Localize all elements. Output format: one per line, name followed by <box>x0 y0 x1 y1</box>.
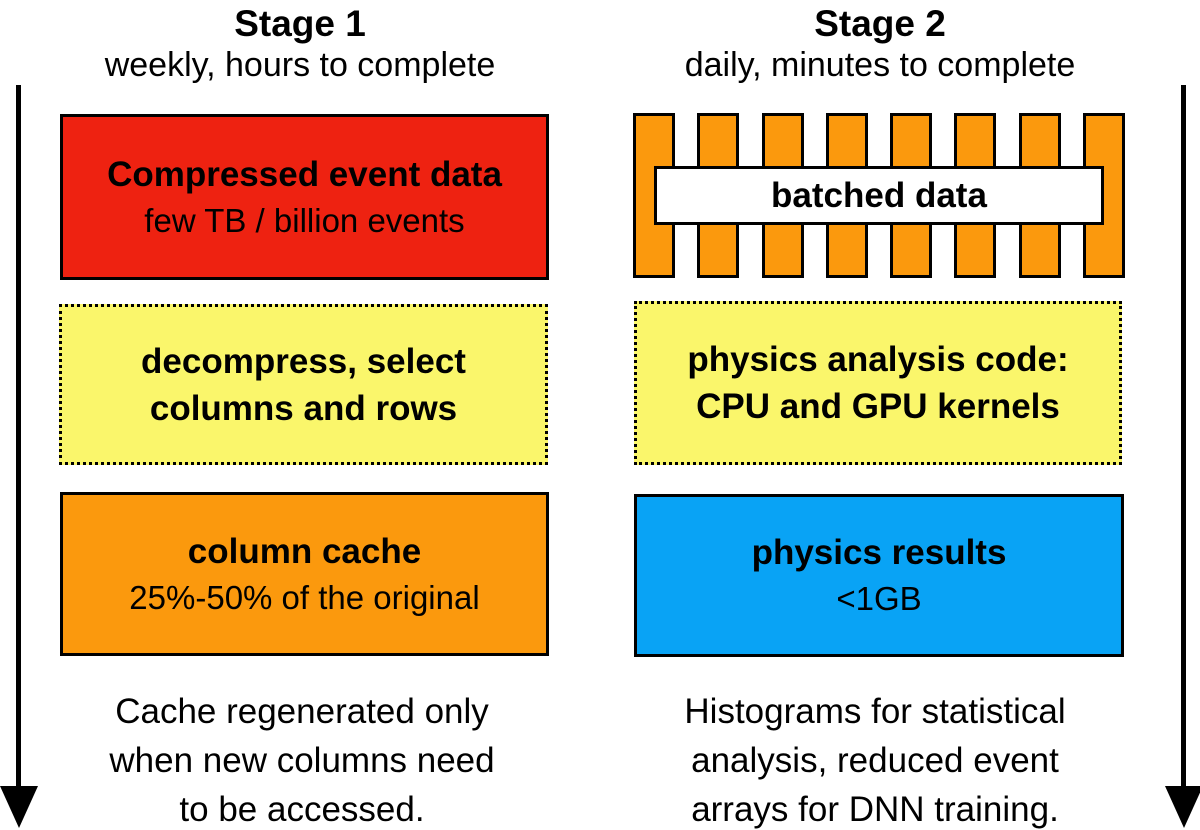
stage2-flow-arrow-shaft <box>1181 85 1186 786</box>
column-cache-subtitle: 25%-50% of the original <box>129 578 480 616</box>
stage1-caption-line3: to be accessed. <box>179 790 425 829</box>
stage2-caption-line2: analysis, reduced event <box>691 741 1059 780</box>
physics-analysis-code-line2: CPU and GPU kernels <box>696 387 1060 426</box>
batched-data-label-band: batched data <box>654 166 1104 225</box>
stage1-arrow-down-icon <box>0 786 38 828</box>
batched-data-graphic: batched data <box>633 113 1125 278</box>
stage2-header: Stage 2 daily, minutes to complete <box>625 2 1135 85</box>
stage1-title: Stage 1 <box>234 3 366 44</box>
compressed-event-data-box: Compressed event data few TB / billion e… <box>60 114 549 280</box>
physics-results-box: physics results <1GB <box>634 494 1124 657</box>
stage2-title: Stage 2 <box>814 3 946 44</box>
stage2-caption-line1: Histograms for statistical <box>684 692 1066 731</box>
batched-data-label: batched data <box>771 175 987 215</box>
compressed-event-data-subtitle: few TB / billion events <box>144 201 465 239</box>
physics-analysis-code-box: physics analysis code: CPU and GPU kerne… <box>634 301 1122 465</box>
stage2-subtitle: daily, minutes to complete <box>684 46 1076 84</box>
decompress-step-box: decompress, select columns and rows <box>59 304 548 465</box>
column-cache-box: column cache 25%-50% of the original <box>60 492 549 656</box>
physics-results-title: physics results <box>751 533 1007 572</box>
column-cache-title: column cache <box>187 531 422 571</box>
stage2-arrow-down-icon <box>1165 786 1200 828</box>
stage1-flow-arrow-shaft <box>16 85 21 786</box>
stage1-header: Stage 1 weekly, hours to complete <box>40 2 560 85</box>
stage1-caption: Cache regenerated only when new columns … <box>32 687 572 830</box>
stage2-caption-line3: arrays for DNN training. <box>691 790 1059 829</box>
decompress-step-line2: columns and rows <box>149 388 458 428</box>
physics-results-subtitle: <1GB <box>836 580 922 617</box>
compressed-event-data-title: Compressed event data <box>107 154 502 194</box>
stage1-caption-line1: Cache regenerated only <box>115 692 489 731</box>
physics-analysis-code-line1: physics analysis code: <box>687 340 1069 379</box>
decompress-step-line1: decompress, select <box>141 341 466 381</box>
stage1-subtitle: weekly, hours to complete <box>104 46 496 84</box>
stage2-caption: Histograms for statistical analysis, red… <box>605 687 1145 830</box>
stage1-caption-line2: when new columns need <box>109 741 495 780</box>
